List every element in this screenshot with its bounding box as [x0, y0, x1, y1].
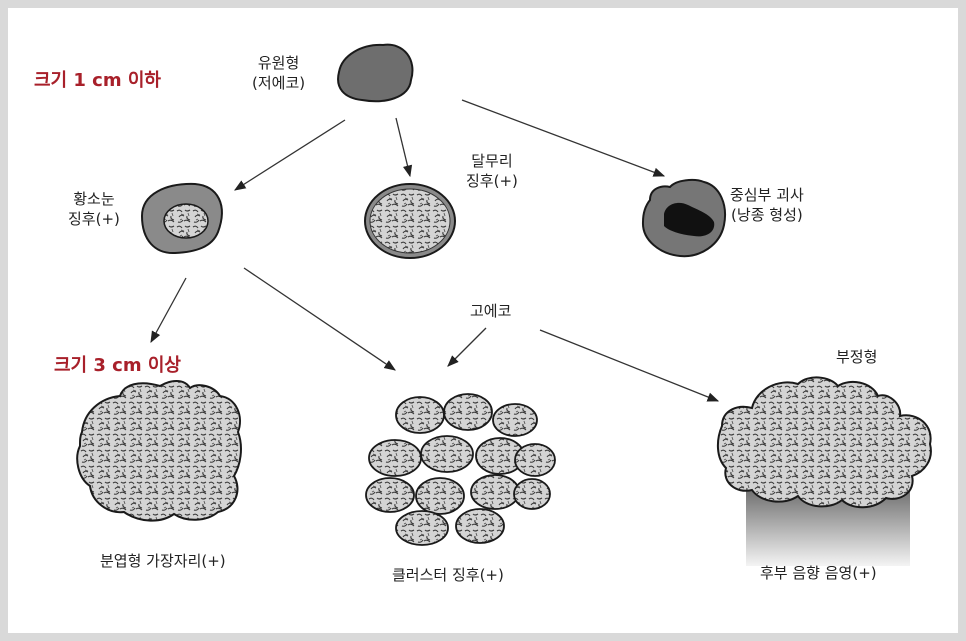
figure-frame: 크기 1 cm 이하 크기 3 cm 이상 유원형 (저에코) 황소눈 징후(+…	[8, 8, 958, 633]
arrow-halo-to-cluster	[243, 267, 396, 371]
irregular-lesion	[716, 376, 932, 509]
rim-lesion-core	[369, 188, 451, 254]
arrow-round-to-halo	[234, 119, 346, 191]
halo-core	[163, 203, 209, 239]
label-halo: 황소눈 징후(+)	[68, 190, 120, 228]
label-hyper: 고에코	[470, 302, 512, 320]
label-shadow: 후부 음향 음영(+)	[760, 564, 877, 582]
arrow-round-to-necrosis	[461, 99, 666, 177]
lobulated-lesion	[76, 380, 242, 522]
cluster-lesion	[365, 393, 556, 546]
label-necrosis: 중심부 괴사 (낭종 형성)	[730, 186, 804, 224]
round-lesion	[337, 43, 414, 103]
arrow-halo-to-lobulated	[150, 277, 187, 344]
label-round: 유원형 (저에코)	[252, 54, 306, 92]
label-lobulated: 분엽형 가장자리(+)	[100, 552, 226, 570]
size-label-small: 크기 1 cm 이하	[34, 70, 161, 91]
arrow-hyper-to-cluster	[447, 327, 487, 367]
label-rim: 달무리 징후(+)	[466, 152, 518, 190]
arrow-round-to-rim	[395, 117, 413, 178]
arrow-hyper-to-irregular	[539, 329, 720, 402]
size-label-large: 크기 3 cm 이상	[54, 355, 181, 376]
necrosis-core	[664, 202, 715, 237]
label-cluster: 클러스터 징후(+)	[392, 566, 504, 584]
diagram-canvas	[76, 43, 932, 566]
label-irregular: 부정형	[836, 348, 878, 366]
